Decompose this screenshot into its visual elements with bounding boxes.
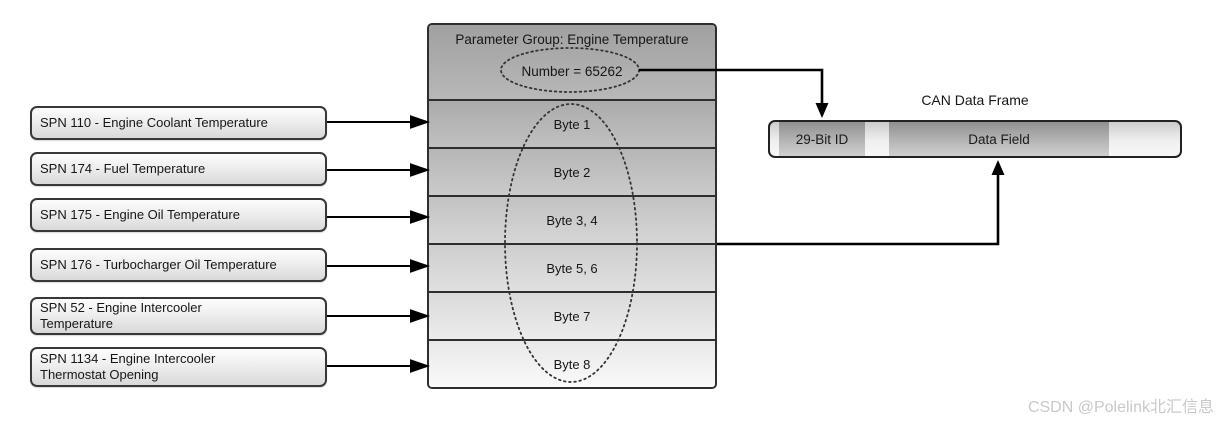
spn-1134-box: SPN 1134 - Engine Intercooler Thermostat… — [30, 347, 327, 387]
spn-176-box: SPN 176 - Turbocharger Oil Temperature — [30, 248, 327, 282]
arrow-spn1134-head-icon — [410, 359, 431, 373]
spn-52-box: SPN 52 - Engine Intercooler Temperature — [30, 297, 327, 335]
arrow-spn176-head-icon — [410, 259, 431, 273]
byte-row-8-label: Byte 8 — [553, 356, 591, 372]
arrow-number-to-id-head-icon — [815, 103, 829, 118]
byte-row-2-label: Byte 2 — [553, 164, 591, 180]
byte-row-5-6-label: Byte 5, 6 — [546, 260, 598, 276]
byte-row-2: Byte 2 — [429, 147, 715, 195]
spn-1134-label: SPN 1134 - Engine Intercooler Thermostat… — [40, 351, 216, 382]
spn-110-box: SPN 110 - Engine Coolant Temperature — [30, 106, 327, 140]
byte-row-8: Byte 8 — [429, 339, 715, 387]
arrow-spn175-head-icon — [410, 210, 431, 224]
byte-row-7: Byte 7 — [429, 291, 715, 339]
arrow-spn52-head-icon — [410, 309, 431, 323]
byte-row-1: Byte 1 — [429, 99, 715, 147]
arrow-spn110-head-icon — [410, 115, 431, 129]
arrow-spn174-head-icon — [410, 163, 431, 177]
byte-row-3-4-label: Byte 3, 4 — [546, 212, 598, 228]
parameter-group-title: Parameter Group: Engine Temperature — [455, 32, 689, 47]
can-29bit-id-label: 29-Bit ID — [795, 131, 849, 147]
can-data-frame-title: CAN Data Frame — [921, 92, 1029, 108]
spn-176-label: SPN 176 - Turbocharger Oil Temperature — [40, 257, 277, 272]
arrow-bytes-to-datafield-head-icon — [991, 160, 1005, 175]
spn-174-label: SPN 174 - Fuel Temperature — [40, 161, 206, 176]
parameter-group-header: Parameter Group: Engine Temperature Numb… — [429, 25, 715, 99]
can-29bit-id-segment: 29-Bit ID — [779, 122, 865, 156]
spn-175-box: SPN 175 - Engine Oil Temperature — [30, 198, 327, 232]
parameter-group-number: Number = 65262 — [521, 64, 623, 79]
arrow-bytes-to-datafield-line — [717, 175, 1000, 246]
can-data-frame-bar: 29-Bit ID Data Field — [768, 120, 1182, 158]
spn-52-label: SPN 52 - Engine Intercooler Temperature — [40, 300, 202, 331]
spn-175-label: SPN 175 - Engine Oil Temperature — [40, 207, 240, 222]
watermark-text: CSDN @Polelink北汇信息 — [1027, 399, 1214, 416]
spn-174-box: SPN 174 - Fuel Temperature — [30, 152, 327, 186]
byte-row-3-4: Byte 3, 4 — [429, 195, 715, 243]
parameter-group-table: Parameter Group: Engine Temperature Numb… — [427, 23, 717, 389]
byte-row-7-label: Byte 7 — [553, 308, 591, 324]
byte-row-1-label: Byte 1 — [553, 116, 591, 132]
can-data-field-segment: Data Field — [889, 122, 1109, 156]
byte-row-5-6: Byte 5, 6 — [429, 243, 715, 291]
spn-110-label: SPN 110 - Engine Coolant Temperature — [40, 115, 268, 130]
can-data-field-label: Data Field — [968, 131, 1030, 147]
